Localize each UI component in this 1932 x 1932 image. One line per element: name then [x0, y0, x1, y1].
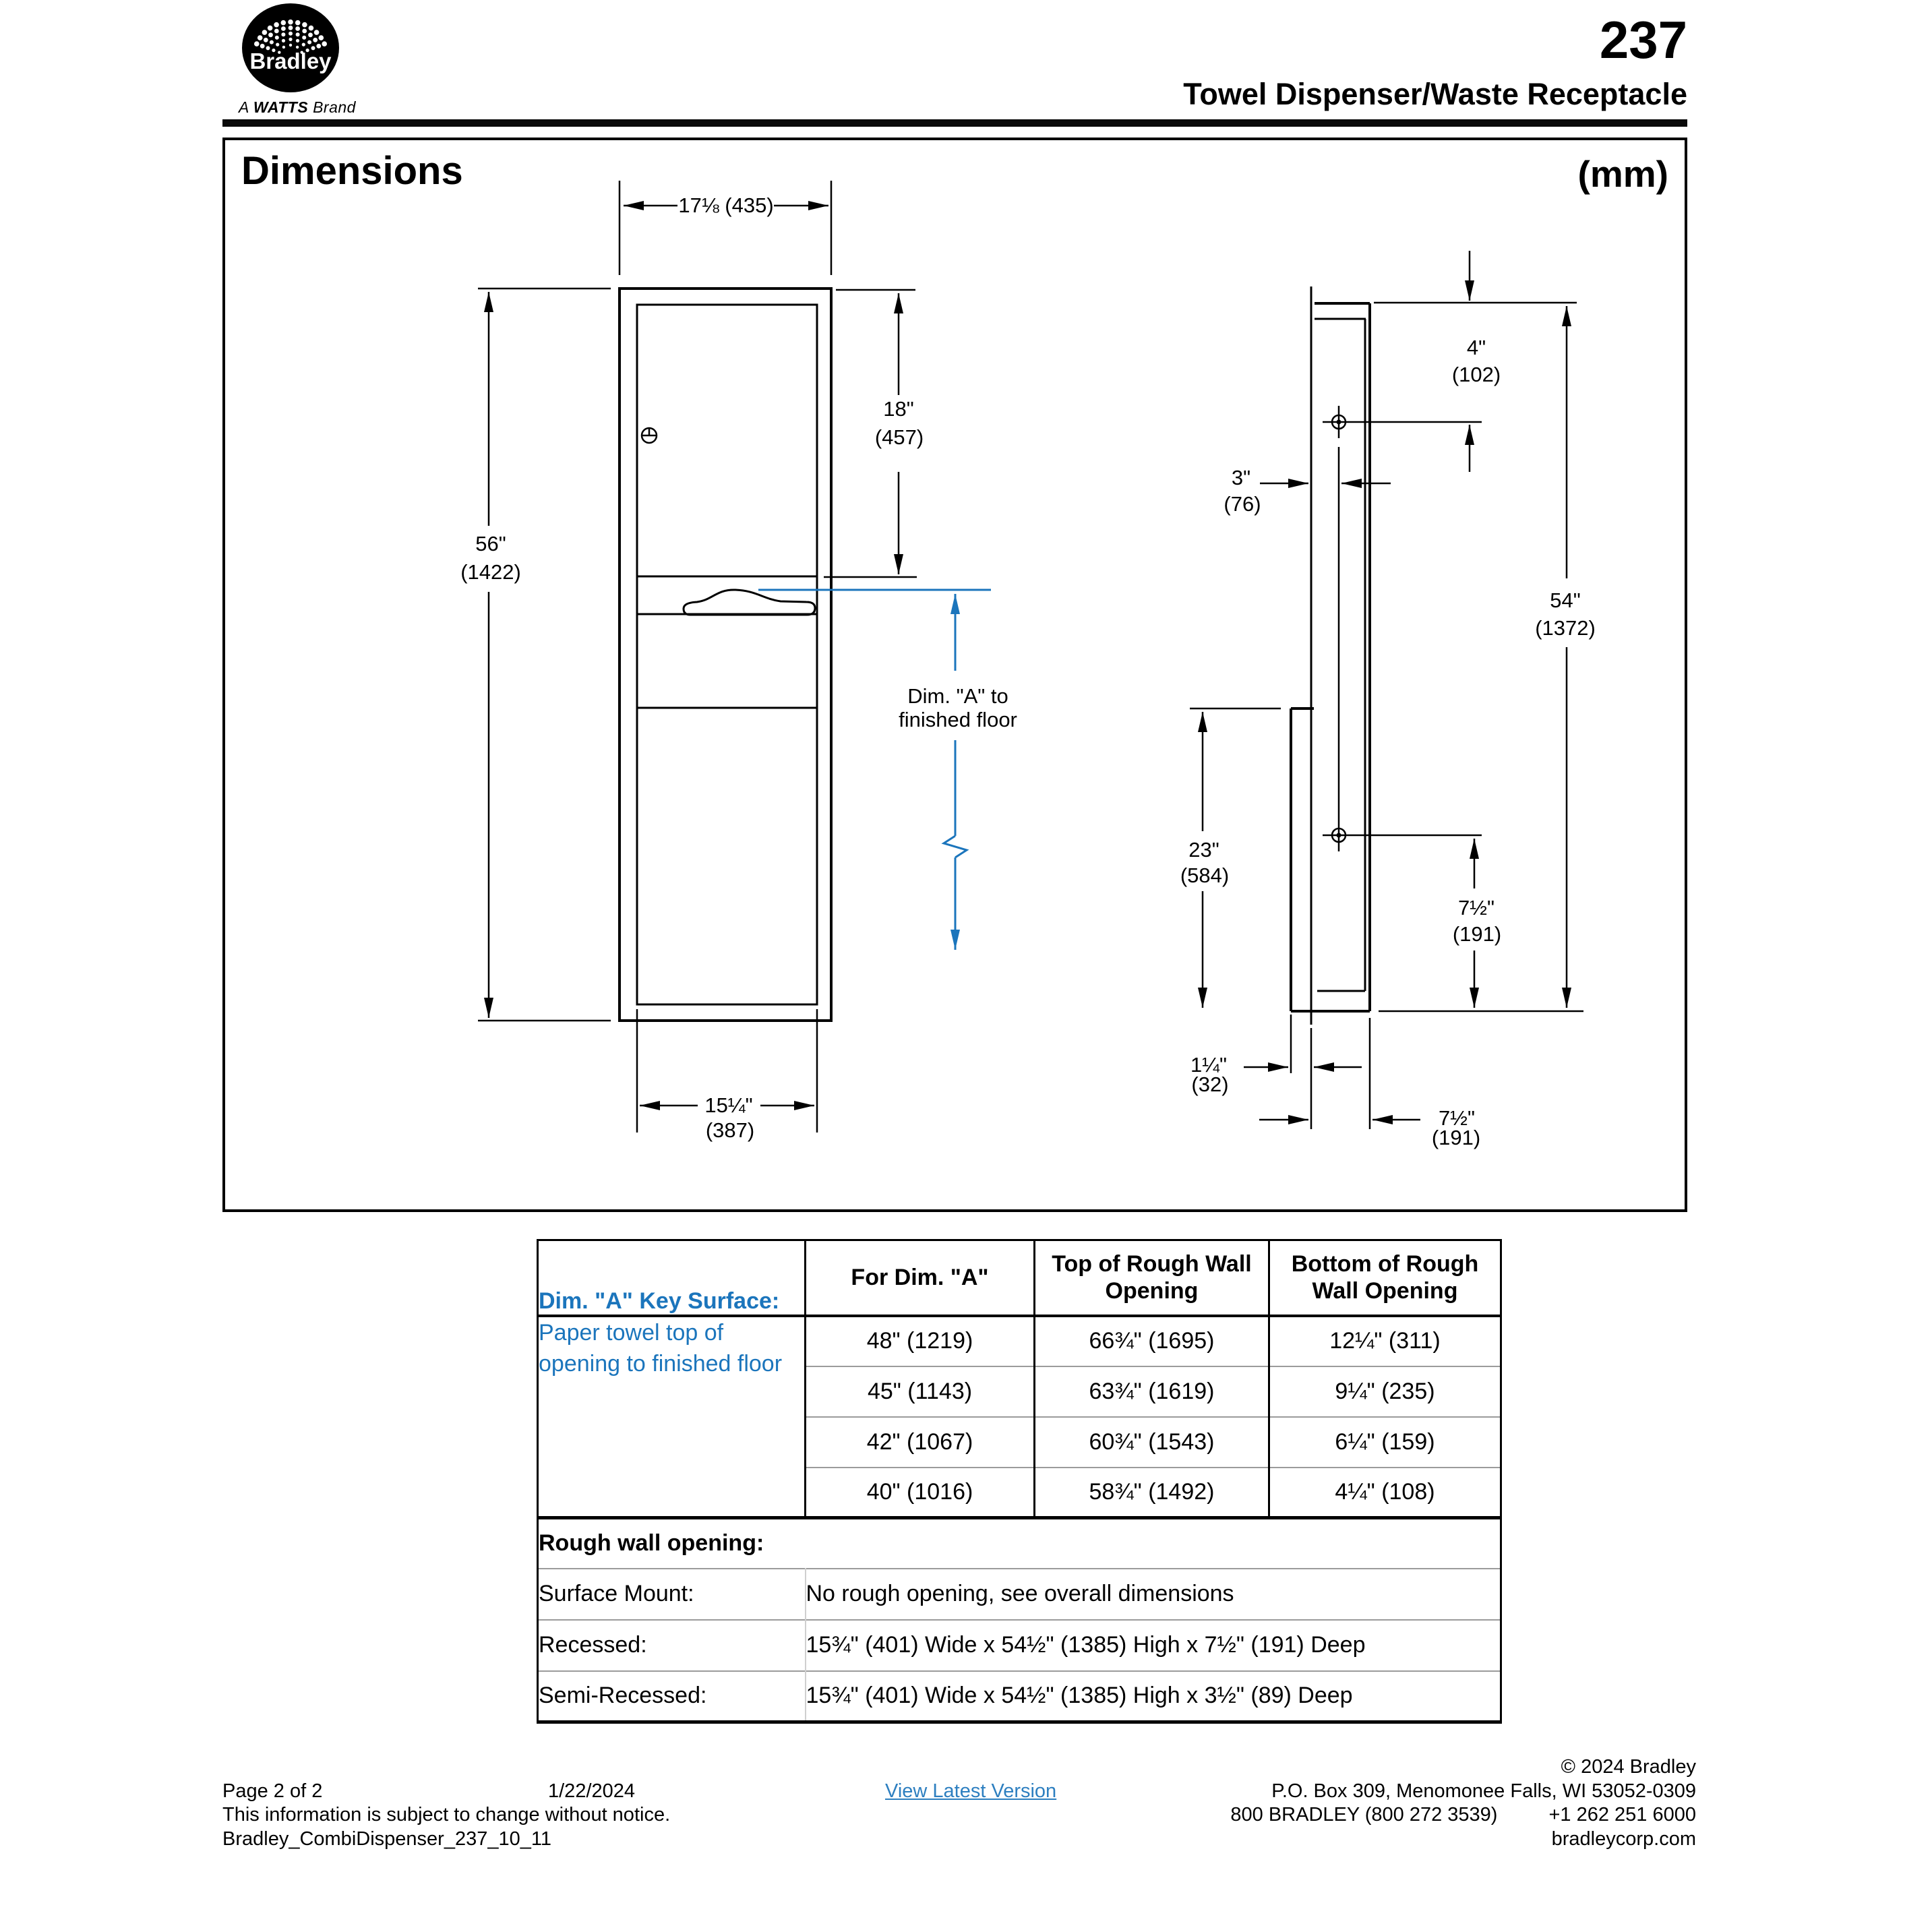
logo-dot-pattern	[254, 19, 327, 54]
side-behind-wall-label: 1¼"	[1190, 1053, 1228, 1077]
brand-suffix: Brand	[313, 98, 356, 116]
side-recess-height-label: 23"	[1188, 838, 1219, 862]
side-hole-height-mm: (191)	[1452, 922, 1502, 946]
front-width-top-label: 17⅛ (435)	[678, 193, 774, 217]
change-notice: This information is subject to change wi…	[222, 1804, 671, 1825]
side-wall-depth-label: 3"	[1231, 466, 1251, 489]
table-cell: 60¾" (1543)	[1034, 1416, 1270, 1468]
product-number: 237	[1599, 10, 1687, 69]
brand-watts: WATTS	[253, 98, 309, 116]
side-wall-depth-mm: (76)	[1224, 492, 1261, 516]
side-recess-height-mm: (584)	[1180, 864, 1230, 887]
doc-filename: Bradley_CombiDispenser_237_10_11	[222, 1828, 551, 1850]
col-header-top-rough: Top of Rough Wall Opening	[1034, 1240, 1270, 1317]
side-top-offset-mm: (102)	[1451, 363, 1501, 386]
mount-label: Semi-Recessed:	[537, 1670, 806, 1722]
mount-value: No rough opening, see overall dimensions	[805, 1567, 1501, 1620]
front-overall-height-label: 56"	[475, 532, 506, 555]
company-website: bradleycorp.com	[1551, 1828, 1696, 1850]
mount-value: 15¾" (401) Wide x 54½" (1385) High x 3½"…	[805, 1670, 1501, 1722]
key-surface-header: Dim. "A" Key Surface:	[537, 1240, 806, 1317]
page-indicator: Page 2 of 2	[222, 1780, 323, 1802]
front-door-height-mm: (457)	[874, 425, 924, 449]
header-rule	[222, 119, 1687, 127]
side-overall-depth-label: 7½"	[1438, 1106, 1476, 1130]
table-cell: 48" (1219)	[805, 1315, 1035, 1366]
dim-a-note-line2: finished floor	[899, 708, 1017, 731]
table-cell: 45" (1143)	[805, 1365, 1035, 1417]
phone-us: 800 BRADLEY (800 272 3539)	[1230, 1804, 1498, 1825]
logo-wordmark: Bradley	[249, 49, 332, 73]
dimensions-panel	[222, 138, 1687, 1212]
phone-intl: +1 262 251 6000	[1548, 1804, 1696, 1825]
col-header-dim-a: For Dim. "A"	[805, 1240, 1035, 1317]
key-surface-description: Paper towel top of opening to finished f…	[537, 1315, 806, 1518]
side-behind-wall-mm: (32)	[1191, 1073, 1229, 1096]
company-address: P.O. Box 309, Menomonee Falls, WI 53052-…	[1271, 1780, 1696, 1802]
dim-a-note-line1: Dim. "A" to	[907, 684, 1008, 708]
side-overall-height-mm: (1372)	[1535, 616, 1596, 640]
front-width-bottom-mm: (387)	[705, 1118, 755, 1142]
table-cell: 12¼" (311)	[1329, 1328, 1441, 1354]
side-hole-height-label: 7½"	[1457, 896, 1495, 919]
dim-a-spec-table: Dim. "A" Key Surface: For Dim. "A" Top o…	[537, 1239, 1502, 1724]
view-latest-version-link[interactable]: View Latest Version	[885, 1780, 1057, 1802]
front-door-height-label: 18"	[883, 397, 914, 421]
front-width-bottom-label: 15¼"	[704, 1093, 753, 1117]
phone-numbers: 800 BRADLEY (800 272 3539) +1 262 251 600…	[1230, 1803, 1696, 1826]
table-cell: 6¼" (159)	[1269, 1416, 1501, 1468]
brand-prefix: A	[239, 98, 249, 116]
side-overall-depth-mm: (191)	[1431, 1126, 1481, 1149]
table-cell: 58¾" (1492)	[1034, 1466, 1270, 1518]
front-overall-height-mm: (1422)	[460, 560, 521, 584]
col-header-bottom-rough: Bottom of Rough Wall Opening	[1269, 1240, 1501, 1317]
table-cell: 4¼" (108)	[1269, 1466, 1501, 1518]
watts-brand-line: A WATTS Brand	[239, 98, 356, 117]
bradley-logo: Bradley	[242, 3, 339, 92]
table-cell: 42" (1067)	[805, 1416, 1035, 1468]
product-title: Towel Dispenser/Waste Receptacle	[1183, 77, 1687, 111]
table-cell: 63¾" (1619)	[1034, 1365, 1270, 1417]
doc-date: 1/22/2024	[548, 1780, 636, 1802]
table-cell: 40" (1016)	[805, 1466, 1035, 1518]
table-cell: 9¼" (235)	[1269, 1365, 1501, 1417]
side-top-offset-label: 4"	[1466, 336, 1486, 359]
table-cell: 66¾" (1695)	[1034, 1315, 1270, 1366]
rough-wall-opening-header: Rough wall opening:	[537, 1516, 1501, 1569]
side-overall-height-label: 54"	[1550, 588, 1581, 612]
mount-label: Recessed:	[537, 1619, 806, 1671]
mount-value: 15¾" (401) Wide x 54½" (1385) High x 7½"…	[805, 1619, 1501, 1671]
dimensions-title: Dimensions	[241, 149, 463, 193]
copyright: © 2024 Bradley	[1561, 1756, 1696, 1778]
units-label: (mm)	[1577, 153, 1668, 195]
logo-circle	[242, 3, 339, 92]
mount-label: Surface Mount:	[537, 1567, 806, 1620]
